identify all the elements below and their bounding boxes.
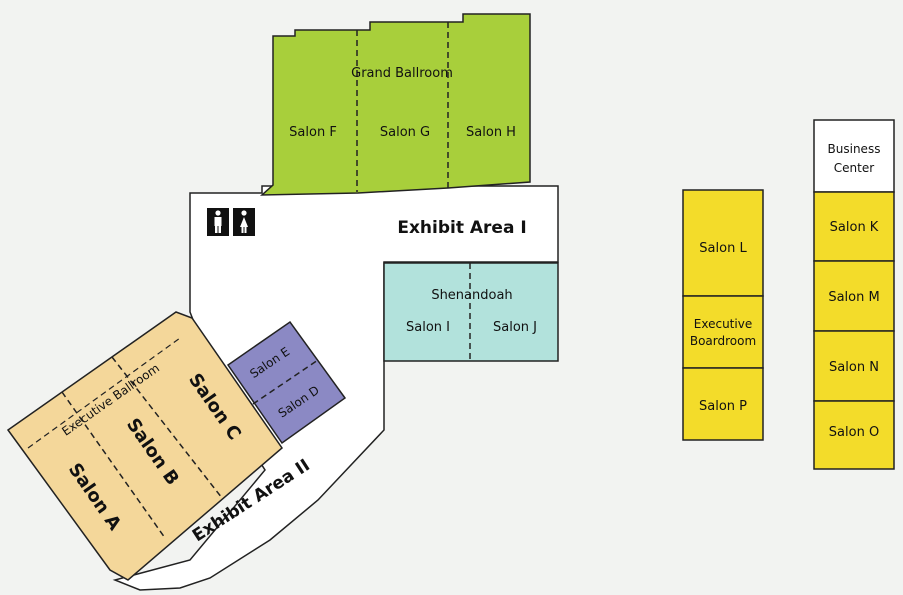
- grand-ballroom-title: Grand Ballroom: [351, 66, 453, 81]
- executive-ballroom-divider-3: [27, 337, 181, 449]
- salon-n-room[interactable]: [813, 330, 895, 402]
- salon-g-label: Salon G: [380, 125, 430, 140]
- salon-e-d-divider: [252, 359, 319, 405]
- salon-e-d-block[interactable]: [226, 320, 347, 445]
- grand-ballroom[interactable]: [260, 13, 531, 196]
- business-center-line1: Business: [828, 142, 881, 156]
- business-center-line2: Center: [834, 161, 874, 175]
- shenandoah-title: Shenandoah: [431, 288, 512, 303]
- restroom-men-icon: [207, 208, 229, 236]
- boardroom-label-line2: Boardroom: [690, 334, 756, 348]
- salon-p-label: Salon P: [699, 399, 747, 414]
- executive-boardroom[interactable]: [682, 295, 764, 369]
- salon-o-label: Salon O: [829, 425, 879, 440]
- salon-h-label: Salon H: [466, 125, 516, 140]
- salon-m-room[interactable]: [813, 260, 895, 332]
- salon-m-label: Salon M: [828, 290, 879, 305]
- salon-l-label: Salon L: [699, 241, 747, 256]
- business-center[interactable]: [813, 119, 895, 193]
- salon-k-label: Salon K: [830, 220, 879, 235]
- salon-j-label: Salon J: [493, 320, 537, 335]
- salon-i-label: Salon I: [406, 320, 450, 335]
- salon-k-room[interactable]: [813, 191, 895, 262]
- salon-f-label: Salon F: [289, 125, 337, 140]
- executive-ballroom[interactable]: [6, 311, 284, 581]
- shenandoah-room[interactable]: [383, 262, 559, 362]
- restroom-women-icon: [233, 208, 255, 236]
- salon-n-label: Salon N: [829, 360, 879, 375]
- exhibit-area-1-label: Exhibit Area I: [397, 218, 526, 238]
- boardroom-label-line1: Executive: [694, 317, 752, 331]
- salon-p-room[interactable]: [682, 367, 764, 441]
- salon-o-room[interactable]: [813, 400, 895, 470]
